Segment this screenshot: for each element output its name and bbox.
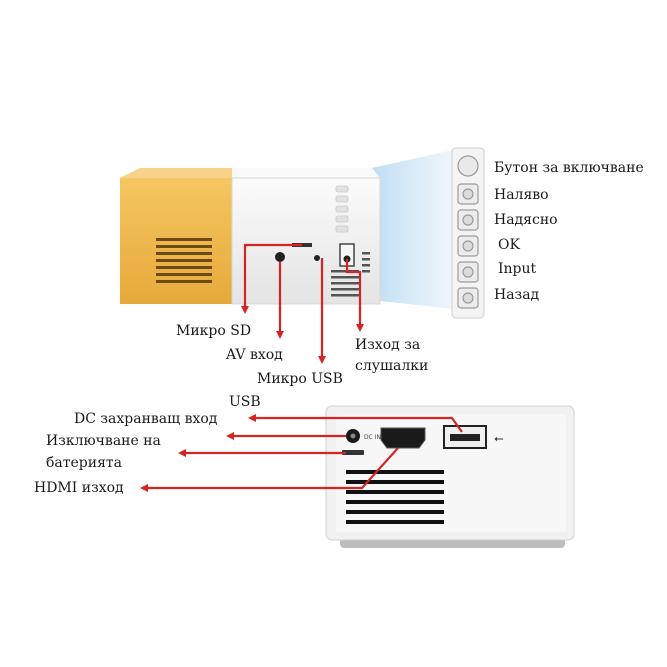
hdmi-port [380,427,426,449]
back-vent-grille [346,470,444,524]
nav-buttons [457,183,479,309]
battery-switch [342,450,364,455]
label-back-button: Назад [494,287,540,303]
label-input-button: Input [498,261,537,277]
usb-symbol: ⭠ [494,431,504,445]
power-button-shape [457,155,479,177]
white-body [231,177,381,305]
white-body-top [232,168,380,180]
light-beam [372,148,462,310]
bottom-arrows [140,414,463,492]
label-battery-off-line2: батерията [46,455,123,471]
arrow-headphone [345,259,364,332]
label-hdmi-out: HDMI изход [34,480,124,496]
orange-vent-grille [156,238,212,283]
dc-in-marking: DC IN [364,434,381,441]
label-power-button: Бутон за включване [494,160,644,176]
projector-side-view [120,148,462,310]
arrow-micro-sd [241,243,302,314]
label-left-button: Наляво [494,187,549,203]
top-arrows [241,243,364,364]
top-button-nubs [335,185,349,233]
label-battery-off-line1: Изключване на [46,433,161,449]
projector-back-view: DC IN ⭠ [325,405,575,548]
label-av-in: AV вход [226,347,283,363]
label-micro-usb: Микро USB [257,371,343,387]
arrow-hdmi-out [140,447,399,492]
av-port [275,252,285,262]
arrow-usb [248,414,463,433]
label-ok-button: OK [498,237,520,253]
orange-body-top [120,168,240,180]
white-vent-grille [331,252,370,297]
label-micro-sd: Микро SD [176,323,252,339]
label-headphone-line1: Изход за [355,337,421,353]
micro-usb-port [314,255,320,261]
label-usb: USB [229,394,261,410]
label-headphone-line2: слушалки [355,358,429,374]
button-panel [451,147,485,319]
label-dc-power: DC захранващ вход [74,411,218,427]
label-right-button: Надясно [494,212,558,228]
